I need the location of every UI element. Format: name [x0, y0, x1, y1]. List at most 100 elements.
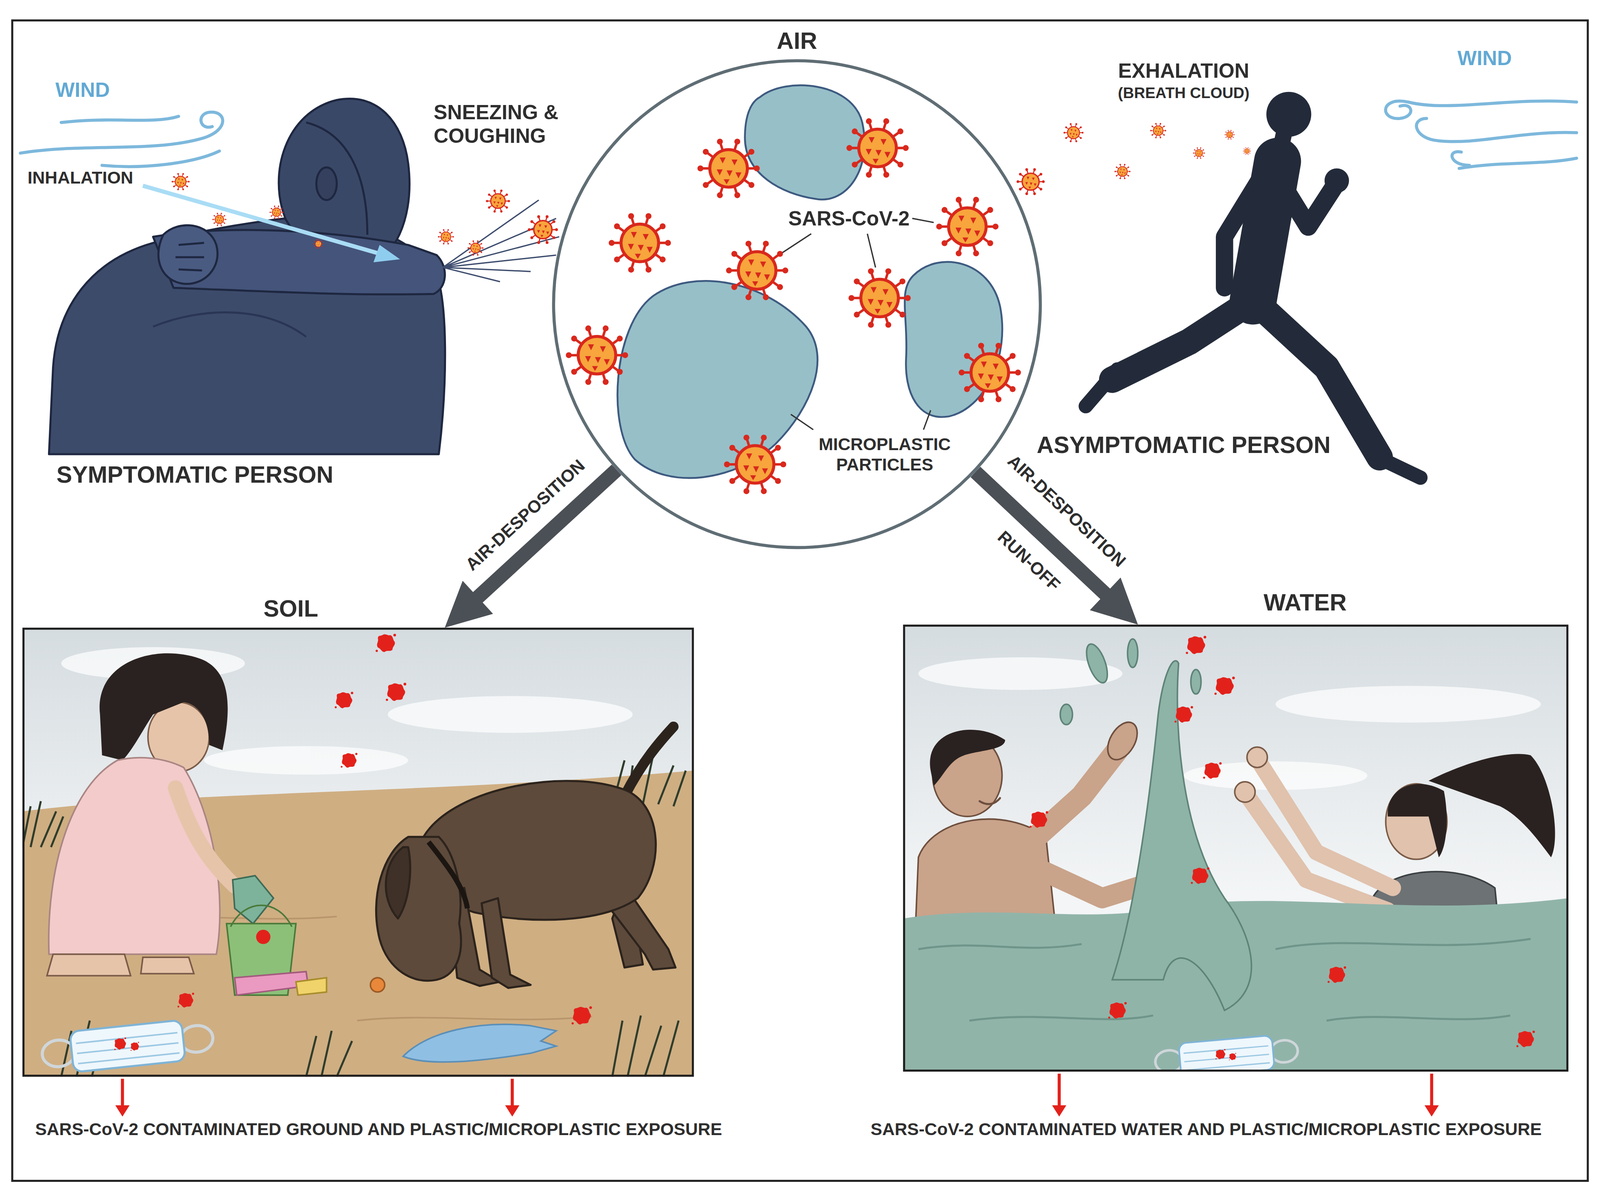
- soil-scene: [22, 627, 694, 1077]
- asymptomatic-person: [1085, 369, 1118, 407]
- action-label: (BREATH CLOUD): [1117, 83, 1250, 102]
- dog-figure: [385, 846, 411, 919]
- symptomatic-person: [153, 312, 307, 337]
- flow-label-slot: AIR-DESPOSITION: [462, 456, 590, 575]
- exposure-arrow: [120, 1078, 125, 1107]
- inhalation-arrow: [373, 244, 400, 263]
- exposure-arrow: [510, 1078, 514, 1107]
- wind-label-slot: WIND: [35, 78, 130, 103]
- action-label: EXHALATION: [1118, 59, 1250, 83]
- wind-swirl: [61, 116, 179, 123]
- water-splash: [1060, 703, 1073, 725]
- sand-toys: [226, 875, 385, 995]
- asymptomatic-person: [1085, 91, 1421, 478]
- virus-splat: [1203, 762, 1222, 779]
- wind-label-slot: WIND: [1437, 46, 1532, 71]
- person-label: ASYMPTOMATIC PERSON: [1036, 431, 1331, 459]
- virus-particle: [846, 118, 909, 178]
- microplastic-particle: [617, 280, 818, 478]
- flow-label-slot: RUN-OFF: [993, 527, 1065, 596]
- virus-splat: [1190, 867, 1210, 884]
- air-circle: AIRSARS-CoV-2MICROPLASTIC PARTICLES: [552, 59, 1043, 549]
- asymptomatic-person: [1377, 456, 1421, 478]
- soil-scene: [22, 627, 694, 1077]
- water-splash: [1112, 660, 1252, 1011]
- cloud: [204, 745, 409, 775]
- dog-figure: [375, 726, 676, 988]
- dog-figure: [375, 836, 462, 981]
- virus-particle: [1016, 168, 1045, 195]
- virus-particle: [269, 205, 284, 219]
- virus-splat: [334, 691, 354, 709]
- outer-frame: [12, 20, 1588, 1181]
- leader-line: [923, 410, 931, 430]
- virus-particle: [608, 213, 672, 273]
- dog-figure: [481, 898, 531, 988]
- virus-particle: [697, 138, 760, 199]
- virus-splat: [1029, 810, 1049, 828]
- sand-toys: [232, 875, 274, 924]
- wind-swirl: [20, 111, 223, 167]
- water-splash: [1190, 669, 1201, 694]
- virus-particle: [485, 189, 510, 213]
- wind-swirl: [1451, 151, 1470, 166]
- inhalation-arrow: [142, 185, 400, 263]
- leader-line: [912, 218, 934, 223]
- water-panel: WATER: [902, 624, 1569, 1072]
- virus-particle: [212, 212, 227, 227]
- child-figure: [46, 954, 131, 976]
- exposure-caption: SARS-CoV-2 CONTAMINATED GROUND AND PLAST…: [34, 1119, 722, 1140]
- wind-label: WIND: [1457, 46, 1513, 71]
- exposure-arrow: [1057, 1073, 1061, 1107]
- person-label-slot: ASYMPTOMATIC PERSON: [1025, 431, 1342, 459]
- face-mask: [40, 1016, 215, 1076]
- virus-particle: [527, 215, 558, 245]
- cloud: [918, 657, 1541, 790]
- girl-figure: [1387, 783, 1447, 857]
- circle-outline: [552, 59, 1043, 549]
- virus-particle: [1243, 147, 1252, 156]
- virus-particle: [1224, 129, 1235, 140]
- girl-figure: [1428, 754, 1556, 858]
- virus-particle: [171, 172, 190, 191]
- asymptomatic-person: [1279, 134, 1284, 154]
- grass: [22, 755, 686, 1077]
- exposure-caption-slot: SARS-CoV-2 CONTAMINATED WATER AND PLASTI…: [843, 1119, 1569, 1140]
- virus-splat: [1174, 706, 1194, 723]
- child-figure: [175, 787, 235, 886]
- virus-particle: [936, 196, 999, 257]
- girl-figure: [1234, 781, 1255, 803]
- leader-line: [867, 233, 876, 268]
- panel-heading-slot: WATER: [1182, 588, 1428, 616]
- virus-splat: [385, 682, 407, 702]
- wave-line: [918, 944, 1082, 950]
- wind-swirl: [102, 150, 220, 167]
- leader-line: [790, 414, 814, 430]
- child-figure: [48, 757, 221, 955]
- virus-splat: [177, 633, 593, 1025]
- wind-swirl: [1416, 118, 1577, 142]
- soil-panel: SOIL: [22, 627, 694, 1077]
- cloud: [387, 695, 633, 733]
- wind-swirl: [1459, 158, 1577, 169]
- action-label-slot: EXHALATION: [1107, 59, 1261, 83]
- asymptomatic-person: [1112, 303, 1247, 380]
- virus-label: SARS-CoV-2: [788, 207, 910, 231]
- virus-particle: [313, 239, 324, 250]
- glove: [403, 1024, 557, 1062]
- exposure-arrow: [1051, 1105, 1067, 1117]
- virus-splat: [1516, 1030, 1535, 1047]
- action-label-slot: SNEEZING & COUGHING: [433, 100, 577, 148]
- virus-splat: [1214, 676, 1235, 696]
- virus-particle: [848, 268, 911, 328]
- girl-figure: [1246, 747, 1268, 768]
- boy-figure: [1101, 716, 1144, 765]
- section-heading-slot: AIR: [552, 27, 1043, 55]
- child-figure: [46, 653, 235, 976]
- flow-arrow: [444, 464, 622, 628]
- child-figure: [99, 653, 228, 761]
- virus-particle: [467, 240, 484, 256]
- person-label: SYMPTOMATIC PERSON: [56, 461, 334, 488]
